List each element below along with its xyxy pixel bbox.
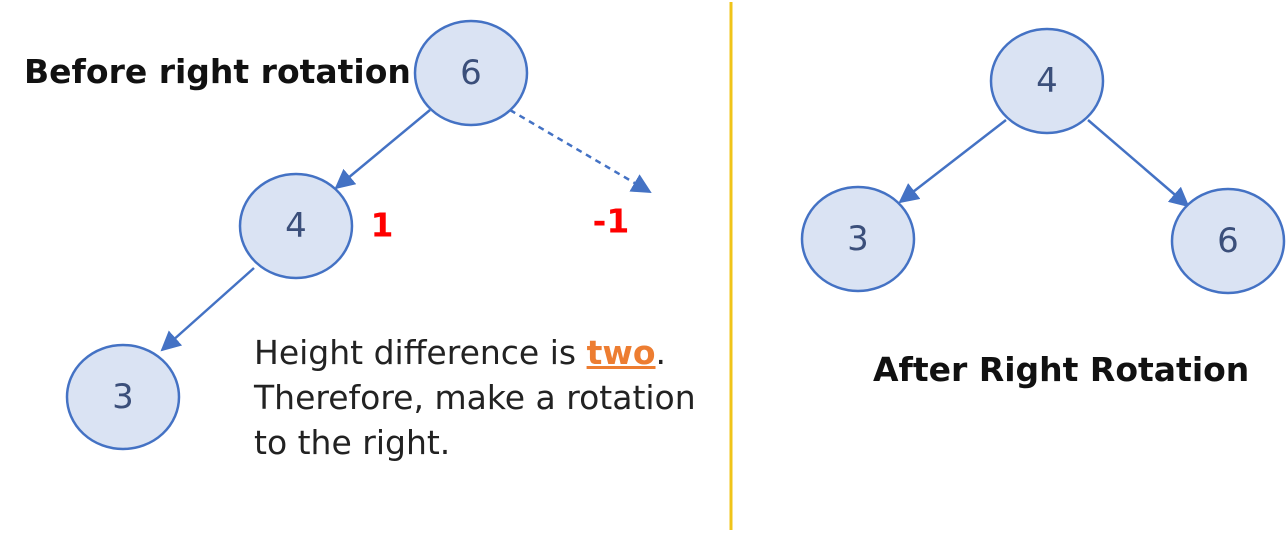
after-title: After Right Rotation [873, 350, 1249, 389]
note-line-3: to the right. [254, 423, 451, 462]
edge-6-to-empty-dashed [509, 108, 652, 194]
height-diff-right: -1 [593, 202, 630, 241]
edge-after-4-to-3 [898, 119, 1007, 204]
node-after-right-label: 6 [1217, 221, 1239, 261]
node-after-root-label: 4 [1036, 61, 1058, 101]
edge-after-4-to-6 [1087, 119, 1190, 208]
node-before-leftleft-label: 3 [112, 377, 134, 417]
explanation-note: Height difference is two. Therefore, mak… [254, 330, 724, 465]
node-after-left: 3 [800, 185, 916, 293]
node-before-root: 6 [413, 19, 529, 127]
note-line-1-prefix: Height difference is [254, 333, 587, 372]
note-line-1: Height difference is two. [254, 330, 724, 375]
node-before-left-label: 4 [285, 206, 307, 246]
note-line-1-suffix: . [655, 333, 667, 372]
edge-6-to-4 [334, 109, 431, 190]
node-before-left: 4 [238, 172, 354, 280]
note-line-2: Therefore, make a rotation [254, 378, 696, 417]
node-after-right: 6 [1170, 187, 1286, 295]
edge-4-to-3 [160, 267, 255, 352]
node-after-root: 4 [989, 27, 1105, 135]
node-before-root-label: 6 [460, 53, 482, 93]
before-title: Before right rotation [24, 52, 411, 91]
height-diff-left: 1 [371, 206, 394, 245]
node-before-leftleft: 3 [65, 343, 181, 451]
node-after-left-label: 3 [847, 219, 869, 259]
note-emphasis-two: two [586, 333, 656, 372]
